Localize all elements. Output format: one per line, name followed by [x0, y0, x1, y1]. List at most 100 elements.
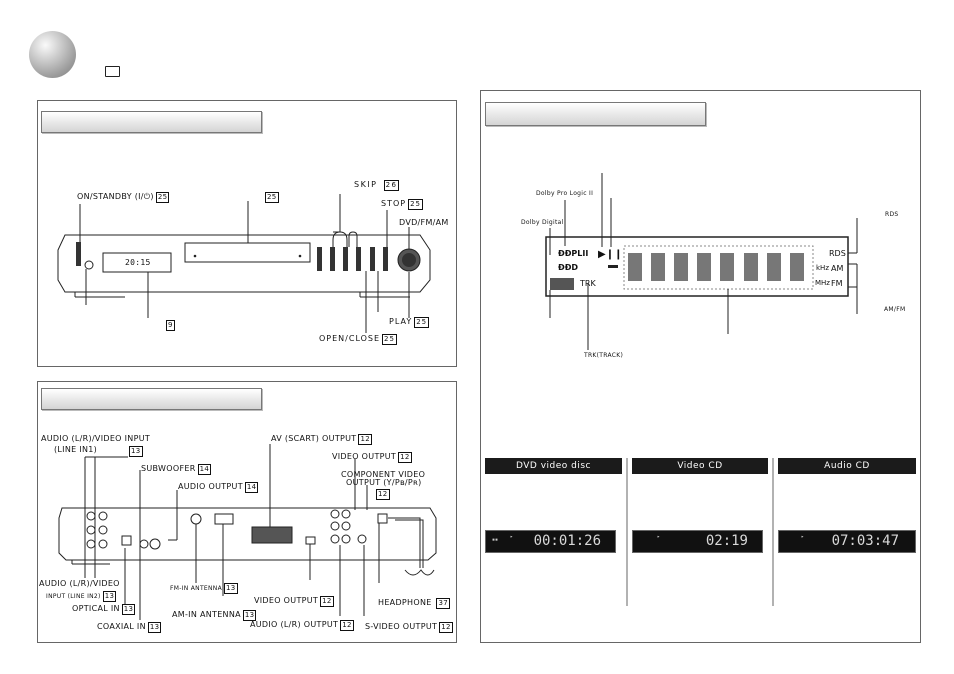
lcd-trk: TRK [580, 279, 596, 288]
line-in1-pg: 13 [127, 446, 143, 457]
play-icon: ▸ [657, 534, 661, 540]
video-output-top-text: VIDEO OUTPUT [332, 452, 397, 461]
lcd-dd: ĐĐD [558, 263, 579, 272]
page-ref: 12 [320, 596, 334, 607]
page-ref: 13 [102, 591, 117, 602]
lcd-fm: FM [831, 279, 843, 288]
subwoofer-text: SUBWOOFER [141, 464, 196, 473]
am-antenna-text: AM-IN ANTENNA [172, 610, 241, 619]
front-panel-section [37, 100, 457, 367]
play-icon: ▸ [510, 534, 514, 540]
audio-output-text: AUDIO OUTPUT [178, 482, 243, 491]
line-in1-text: (LINE IN1) [54, 445, 98, 454]
page-ref: 26 [383, 180, 400, 191]
page-ref: 25 [265, 192, 279, 203]
page-ref: 14 [197, 464, 212, 475]
audio-video-input-label: AUDIO (L/R)/VIDEO INPUT [41, 434, 151, 443]
page-ref: 25 [155, 192, 170, 203]
line-in1-label: (LINE IN1) [54, 446, 97, 454]
headphone-label: HEADPHONE 37 [378, 598, 450, 609]
vcd-readout: ▸ 02:19 [632, 530, 763, 553]
page-ref: 12 [439, 622, 453, 633]
page-ref: 13 [147, 622, 162, 633]
component-pg: 12 [374, 489, 390, 500]
sphere-icon [29, 31, 76, 78]
page-ref: 13 [224, 583, 238, 594]
audio-lr-output-text: AUDIO (L/R) OUTPUT [250, 620, 339, 629]
disc-label-vcd: Video CD [632, 458, 768, 474]
display-section [480, 90, 921, 643]
lcd-khz: kHz [816, 264, 829, 272]
display-header [485, 102, 706, 126]
dvd-time: 00:01:26 [533, 533, 601, 549]
lcd-pl2: ĐĐPLII [558, 249, 589, 258]
play-text: PLAY [389, 317, 413, 326]
dvd-fm-am-label: DVD/FM/AM [399, 218, 449, 227]
coaxial-text: COAXIAL IN [97, 622, 146, 631]
cd-time: 07:03:47 [831, 533, 899, 549]
dolby-pl2-label: Dolby Pro Logic II [536, 190, 594, 197]
page-ref: 12 [376, 489, 390, 500]
trk-label: TRK(TRACK) [584, 352, 624, 359]
disc-tray-label: 25 [263, 192, 279, 203]
cd-readout: ▸ 07:03:47 [778, 530, 916, 553]
open-close-text: OPEN/CLOSE [319, 334, 381, 343]
component2-label: OUTPUT (Y/Pʙ/Pʀ) [346, 478, 422, 487]
page-ref: 25 [382, 334, 397, 345]
front-panel-header [41, 111, 262, 133]
audio-video-in2-label: AUDIO (L/R)/VIDEO [39, 579, 120, 588]
dvd-readout: ▪▪ ▸ 00:01:26 [485, 530, 616, 553]
page-ref: 9 [166, 320, 175, 331]
page-ref: 37 [436, 598, 450, 609]
line-in2-text: INPUT (LINE IN2) [46, 593, 101, 600]
lcd-mhz: MHz [815, 279, 830, 287]
av-scart-text: AV (SCART) OUTPUT [271, 434, 357, 443]
page-ref: 12 [398, 452, 412, 463]
vcd-time: 02:19 [705, 533, 748, 549]
video-output-bottom-text: VIDEO OUTPUT [254, 596, 319, 605]
svideo-text: S-VIDEO OUTPUT [365, 622, 438, 631]
rear-panel-section [37, 381, 457, 643]
am-fm-label: AM/FM [884, 306, 906, 313]
skip-label: SKIP 26 [354, 180, 400, 191]
fm-antenna-text: FM-IN ANTENNA [170, 585, 222, 592]
on-standby-text: ON/STANDBY (I/⏻) [77, 192, 154, 201]
skip-text: SKIP [354, 180, 378, 189]
dd-icon: ▪▪ [492, 537, 499, 543]
rear-panel-header [41, 388, 262, 410]
page-ref: 25 [414, 317, 430, 328]
play-icon: ▸ [801, 534, 805, 540]
component-label: COMPONENT VIDEO [341, 470, 426, 479]
clock-label: 9 [164, 320, 175, 331]
optical-text: OPTICAL IN [72, 604, 120, 613]
lcd-am: AM [831, 264, 844, 273]
dolby-digital-label: Dolby Digital [521, 219, 564, 226]
lcd-rds: RDS [829, 249, 846, 258]
page-ref: 14 [244, 482, 259, 493]
disc-label-cd: Audio CD [778, 458, 916, 474]
page-ref: 12 [340, 620, 354, 631]
page-ref: 13 [129, 446, 143, 457]
page-ref: 12 [358, 434, 372, 445]
line-in2-label: INPUT (LINE IN2)13 [46, 591, 117, 602]
page-ref: 13 [242, 610, 257, 621]
rds-label: RDS [885, 211, 899, 218]
lcd-play-pause: ▶❙❙ [598, 249, 623, 260]
page-ref: 25 [408, 199, 424, 210]
page-ref-box [105, 66, 120, 77]
